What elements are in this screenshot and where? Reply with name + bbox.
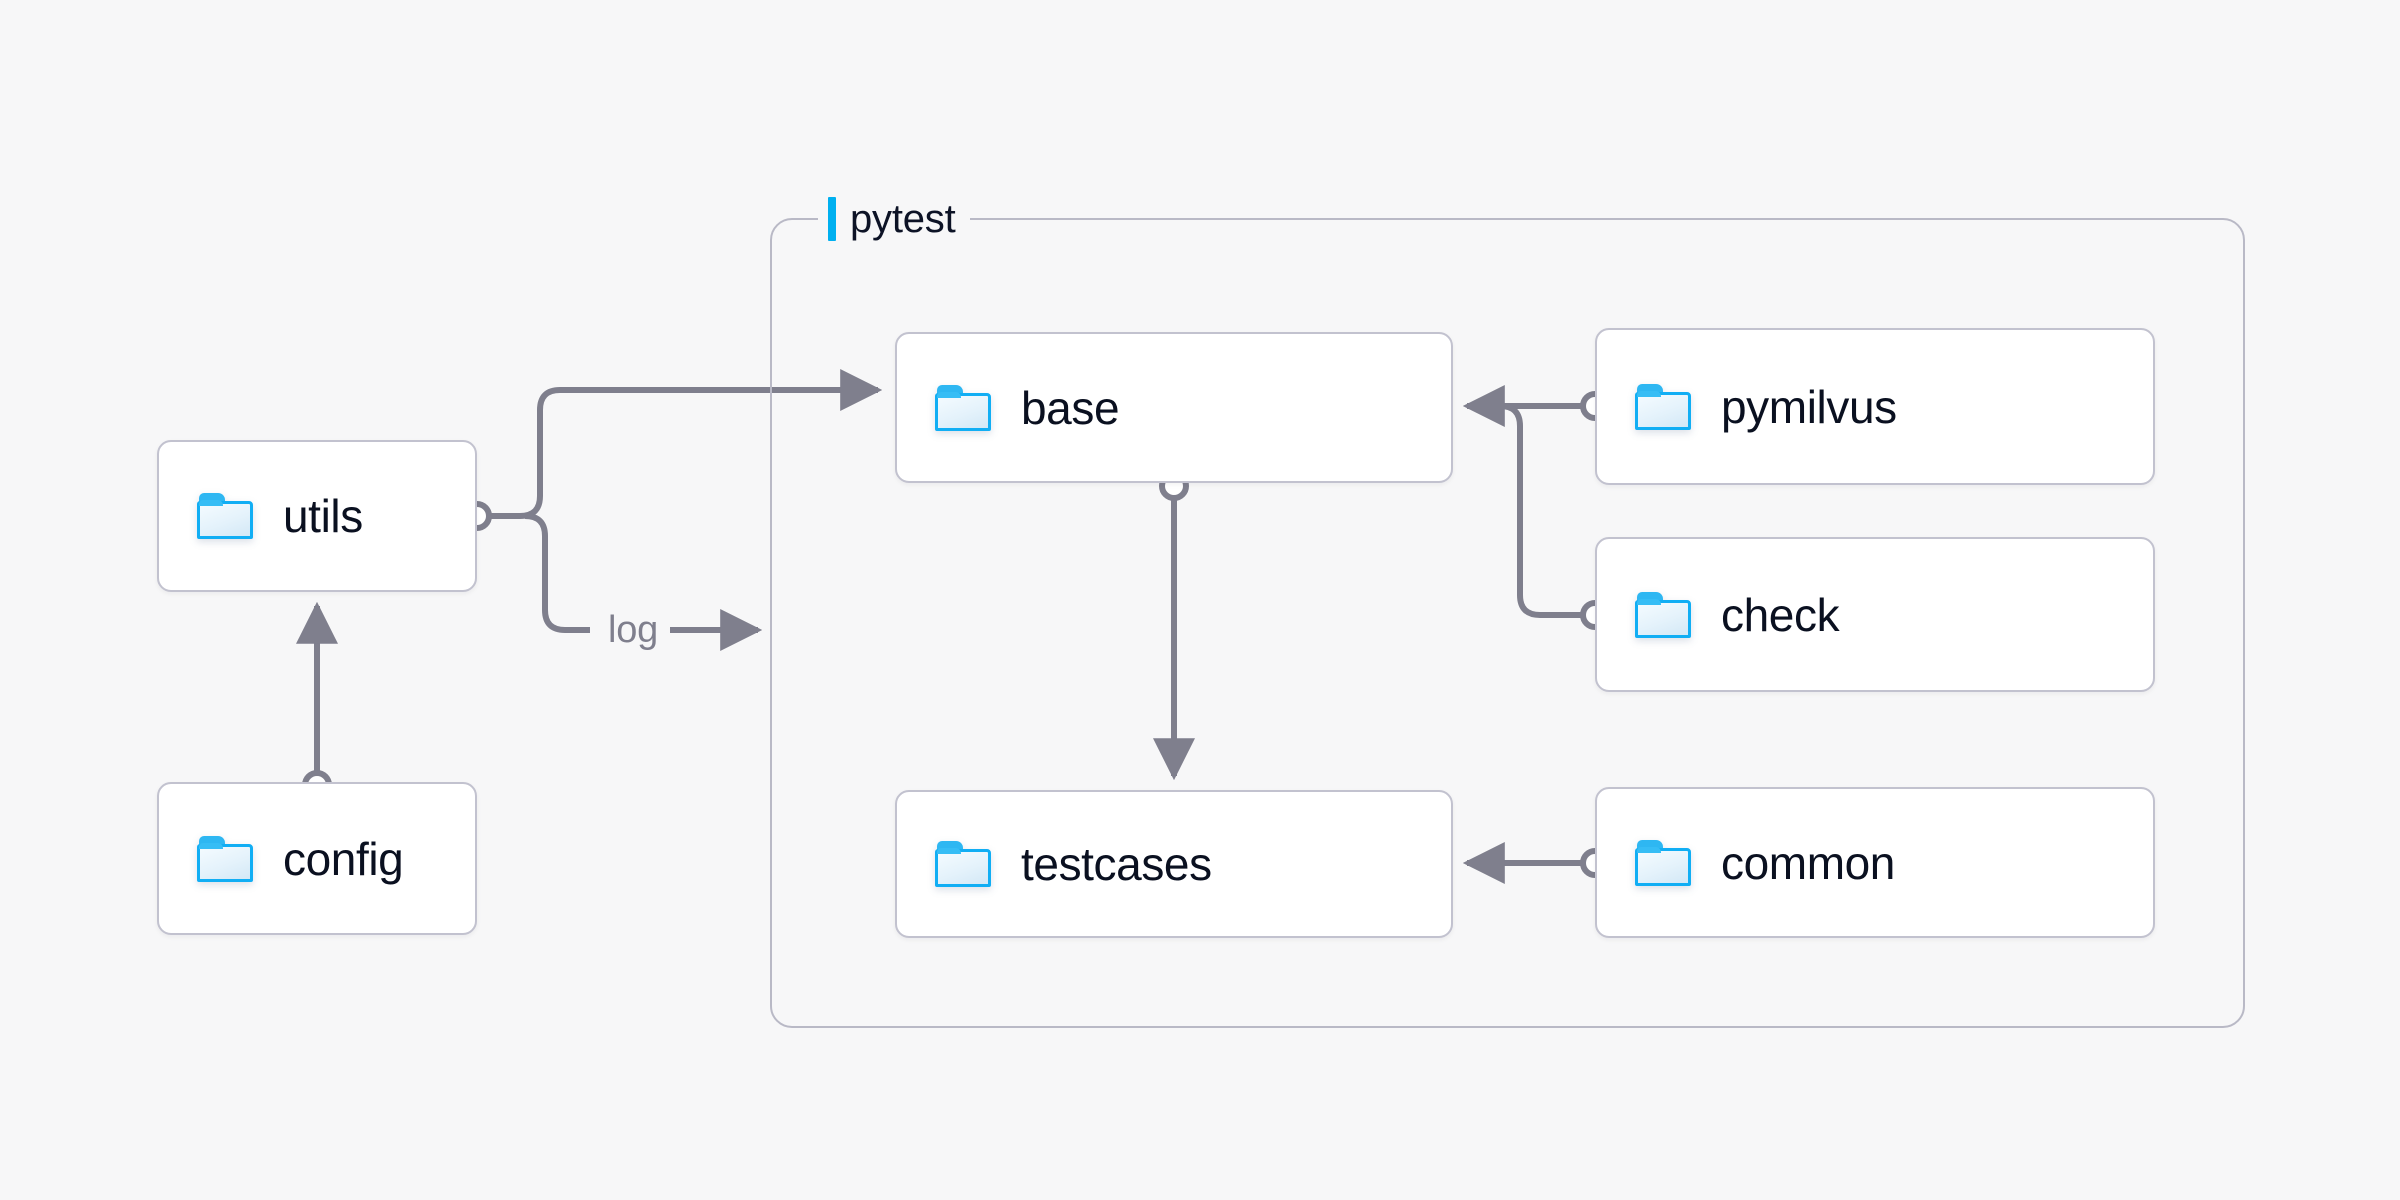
folder-icon	[1635, 383, 1691, 430]
node-base[interactable]: base	[895, 332, 1453, 483]
folder-icon	[1635, 591, 1691, 638]
folder-icon	[935, 841, 991, 887]
folder-icon	[197, 835, 253, 882]
group-title-text: pytest	[850, 197, 956, 241]
node-common[interactable]: common	[1595, 787, 2155, 938]
edge-label-log: log	[596, 611, 671, 649]
node-pymilvus[interactable]: pymilvus	[1595, 328, 2155, 485]
node-label-testcases: testcases	[1021, 838, 1212, 890]
folder-icon	[935, 384, 991, 431]
node-label-pymilvus: pymilvus	[1721, 380, 1897, 433]
folder-icon	[1635, 839, 1691, 886]
edge-utils-to-log-stub	[524, 513, 590, 633]
group-label-pytest: pytest	[818, 192, 970, 246]
node-utils[interactable]: utils	[157, 440, 477, 592]
node-label-utils: utils	[283, 490, 363, 542]
node-testcases[interactable]: testcases	[895, 790, 1453, 938]
node-config[interactable]: config	[157, 782, 477, 935]
group-container-pytest	[770, 218, 2245, 1028]
node-label-common: common	[1721, 836, 1895, 889]
node-label-base: base	[1021, 381, 1120, 434]
node-check[interactable]: check	[1595, 537, 2155, 692]
node-label-check: check	[1721, 588, 1840, 641]
accent-bar-icon	[828, 197, 836, 241]
node-label-config: config	[283, 832, 404, 885]
folder-icon	[197, 493, 253, 539]
